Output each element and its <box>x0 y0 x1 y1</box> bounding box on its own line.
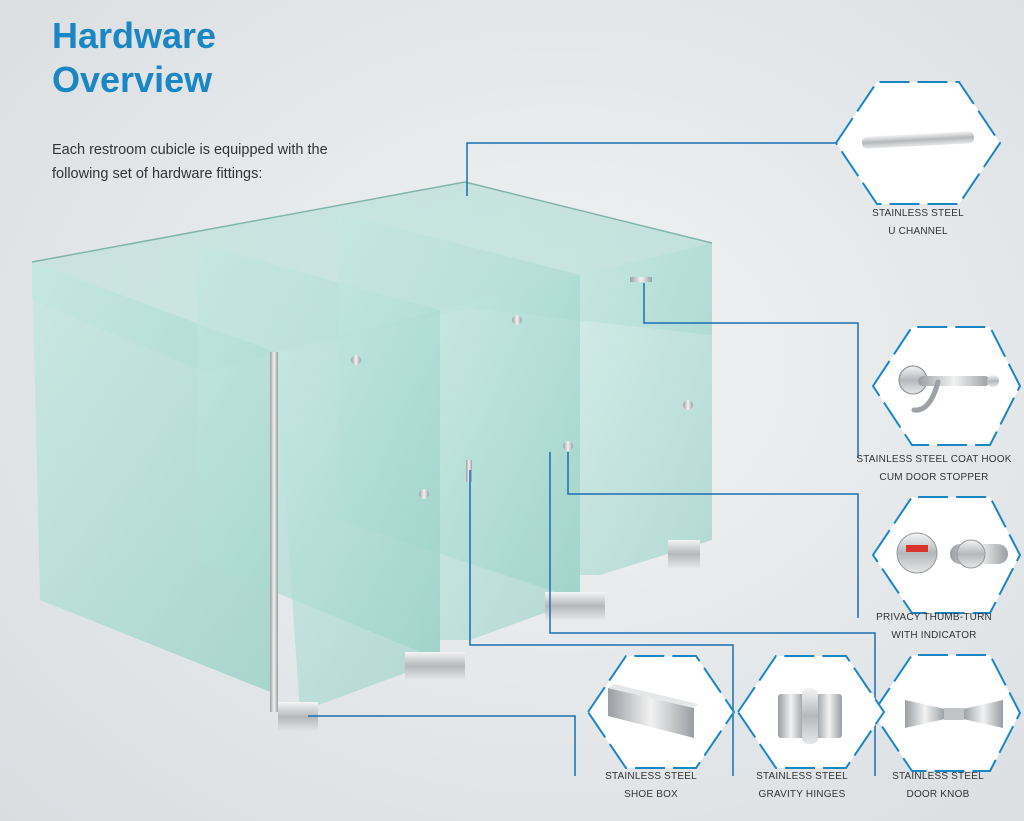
label-door-knob-line-1: STAINLESS STEEL <box>892 771 984 782</box>
label-thumb-turn-line-1: PRIVACY THUMB-TURN <box>876 612 992 623</box>
hex-u-channel <box>834 81 1002 205</box>
intro-line-1: Each restroom cubicle is equipped with t… <box>52 142 328 158</box>
coat-hook-icon <box>898 365 999 413</box>
front-panel-1 <box>275 310 440 712</box>
gravity-hinge-icon <box>778 688 842 744</box>
intro-line-2: following set of hardware fittings: <box>52 166 263 182</box>
label-door-knob: STAINLESS STEEL DOOR KNOB <box>853 768 1023 804</box>
door-knob-icon <box>905 700 1003 728</box>
hex-thumb-turn <box>871 496 1022 614</box>
connector-coat-hook <box>643 283 859 458</box>
title-line-1: Hardware <box>52 15 217 56</box>
front-edge-channel <box>270 352 278 712</box>
hex-door-knob <box>871 654 1022 772</box>
u-channel-icon <box>862 131 974 149</box>
connector-shoe-box <box>308 715 576 776</box>
label-shoe-box-line-1: STAINLESS STEEL <box>605 771 697 782</box>
thumb-turn-icon <box>896 532 1008 574</box>
shoe-box-1 <box>278 702 318 732</box>
shoe-box-icon <box>608 684 698 738</box>
label-shoe-box: STAINLESS STEEL SHOE BOX <box>566 768 736 804</box>
top-edge <box>31 181 466 263</box>
hex-shoe-box <box>586 655 736 769</box>
shoe-box-3 <box>545 592 605 620</box>
hex-gravity-hinges <box>736 655 886 769</box>
front-panel-2 <box>440 275 580 640</box>
label-coat-hook-line-2: CUM DOOR STOPPER <box>879 472 989 483</box>
label-thumb-turn-line-2: WITH INDICATOR <box>891 630 977 641</box>
label-gravity-hinges: STAINLESS STEEL GRAVITY HINGES <box>717 768 887 804</box>
hex-coat-hook <box>871 326 1022 446</box>
label-u-channel: STAINLESS STEEL U CHANNEL <box>833 205 1003 241</box>
intro-text: Each restroom cubicle is equipped with t… <box>52 138 382 186</box>
label-gravity-hinges-line-2: GRAVITY HINGES <box>758 789 846 800</box>
shoe-box-2 <box>405 652 465 680</box>
shoe-box-4 <box>668 540 700 568</box>
label-door-knob-line-2: DOOR KNOB <box>906 789 970 800</box>
connector-u-channel <box>466 142 846 196</box>
label-thumb-turn: PRIVACY THUMB-TURN WITH INDICATOR <box>849 609 1019 645</box>
label-coat-hook-line-1: STAINLESS STEEL COAT HOOK <box>856 454 1012 465</box>
front-panel-3 <box>580 243 712 575</box>
glass-cubicles <box>31 181 713 732</box>
label-shoe-box-line-2: SHOE BOX <box>624 789 678 800</box>
connector-thumb-turn <box>567 452 859 618</box>
label-u-channel-line-1: STAINLESS STEEL <box>872 208 964 219</box>
label-coat-hook: STAINLESS STEEL COAT HOOK CUM DOOR STOPP… <box>849 451 1019 487</box>
title-line-2: Overview <box>52 59 213 100</box>
page-title: Hardware Overview <box>52 14 216 102</box>
label-u-channel-line-2: U CHANNEL <box>888 226 948 237</box>
label-gravity-hinges-line-1: STAINLESS STEEL <box>756 771 848 782</box>
